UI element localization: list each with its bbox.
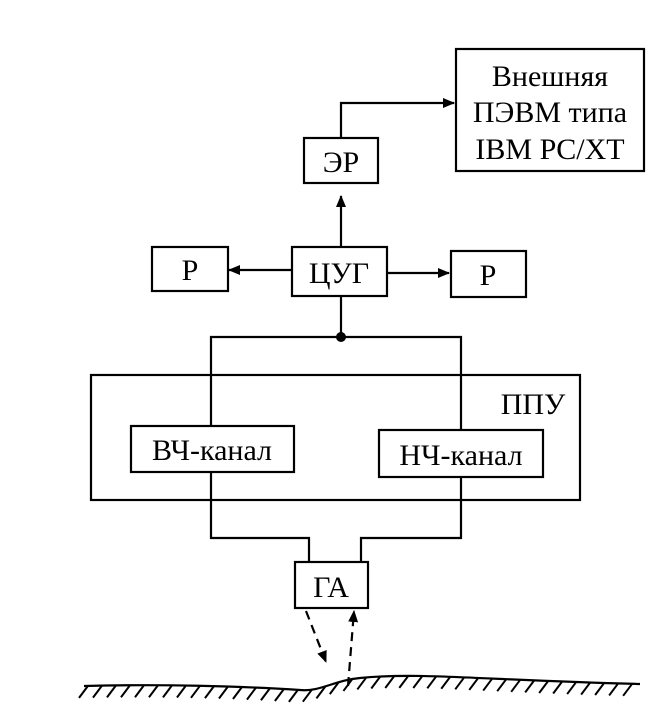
- r-right-label: Р: [480, 259, 497, 292]
- hatch-mark: [524, 679, 535, 694]
- hatch-mark: [622, 683, 633, 697]
- hatch-mark: [566, 681, 577, 695]
- seabed-line: [83, 674, 641, 692]
- hatch-mark: [552, 680, 563, 695]
- hatch-mark: [384, 675, 396, 689]
- node-external-pc: Внешняя ПЭВМ типа IBM PC/XT: [454, 47, 646, 173]
- node-r-right: Р: [449, 249, 528, 299]
- seabed: [78, 674, 641, 703]
- hatch-mark: [162, 684, 173, 698]
- hatch-mark: [328, 681, 340, 695]
- hatch-mark: [370, 675, 382, 690]
- hatch-mark: [356, 676, 368, 691]
- external-pc-line-3: IBM PC/XT: [475, 133, 624, 166]
- node-hf-channel: ВЧ-канал: [129, 424, 296, 474]
- hatch-mark: [426, 675, 438, 689]
- hatch-mark: [510, 679, 522, 693]
- hatch-mark: [580, 681, 591, 696]
- hatch-mark: [274, 688, 285, 702]
- hatch-mark: [190, 685, 201, 699]
- edge-lf-to-ga: [359, 477, 463, 562]
- edge-to-hf-channel: [209, 335, 341, 426]
- hatch-mark: [412, 675, 424, 689]
- hatch-mark: [232, 686, 243, 700]
- hatch-mark: [148, 684, 159, 698]
- lf-channel-label: НЧ-канал: [399, 439, 522, 472]
- hatch-mark: [176, 684, 187, 699]
- seabed-hatching: [78, 675, 633, 703]
- node-r-left: Р: [150, 245, 230, 293]
- hatch-mark: [608, 682, 619, 697]
- hatch-mark: [482, 677, 494, 692]
- hatch-mark: [398, 675, 410, 689]
- external-pc-line-1: Внешняя: [492, 60, 608, 93]
- hatch-mark: [454, 676, 466, 690]
- hatch-mark: [315, 685, 327, 699]
- edge-to-lf-channel: [341, 335, 463, 430]
- hatch-mark: [218, 685, 229, 700]
- hatch-mark: [204, 685, 215, 699]
- ppu-label: ППУ: [501, 388, 566, 421]
- hatch-mark: [78, 685, 89, 699]
- beam-down-arrow: [304, 610, 328, 663]
- hatch-mark: [538, 680, 549, 694]
- hf-channel-label: ВЧ-канал: [152, 434, 272, 467]
- hatch-mark: [302, 689, 313, 703]
- hatch-mark: [92, 685, 103, 699]
- node-tsug: ЦУГ: [290, 245, 389, 298]
- hatch-mark: [342, 678, 354, 692]
- hatch-mark: [134, 684, 145, 698]
- er-label: ЭР: [323, 146, 360, 179]
- node-lf-channel: НЧ-канал: [377, 428, 545, 479]
- edge-hf-to-ga: [209, 472, 311, 562]
- r-left-label: Р: [182, 254, 199, 287]
- tsug-label: ЦУГ: [309, 257, 369, 290]
- edge-er-to-external-pc: [339, 98, 455, 138]
- ppu-box: [89, 373, 582, 502]
- node-er: ЭР: [302, 136, 380, 185]
- external-pc-line-2: ПЭВМ типа: [473, 96, 627, 129]
- hatch-mark: [246, 686, 257, 701]
- hatch-mark: [106, 684, 117, 698]
- hatch-mark: [260, 687, 271, 701]
- node-ga: ГА: [293, 560, 370, 610]
- beam-up-arrow: [346, 610, 359, 687]
- hatch-mark: [496, 678, 508, 692]
- hatch-mark: [440, 676, 452, 690]
- hatch-mark: [594, 682, 605, 696]
- hatch-mark: [120, 684, 131, 698]
- ga-label: ГА: [313, 571, 349, 604]
- hatch-mark: [288, 689, 299, 703]
- hatch-mark: [468, 677, 480, 691]
